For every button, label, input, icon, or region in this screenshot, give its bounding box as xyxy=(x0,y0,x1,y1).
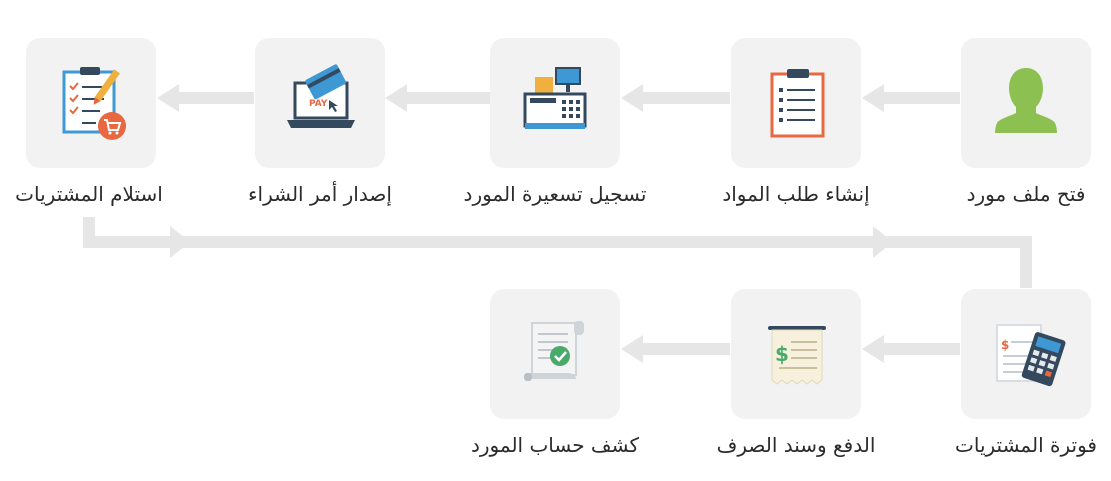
step-label-issue-purchase-order: إصدار أمر الشراء xyxy=(248,182,392,206)
svg-text:$: $ xyxy=(775,342,789,366)
user-icon xyxy=(995,68,1057,133)
invoice-calculator-icon: $ xyxy=(996,324,1066,387)
step-label-receive-purchases: استلام المشتريات xyxy=(15,182,163,206)
step-open-supplier-file xyxy=(961,38,1091,168)
laptop-payment-icon: PAY xyxy=(287,64,355,128)
arrow-6-to-7 xyxy=(862,335,960,363)
arrow-7-to-8 xyxy=(621,335,730,363)
arrow-2-to-3 xyxy=(621,84,730,112)
step-label-payment-voucher: الدفع وسند الصرف xyxy=(716,433,876,457)
statement-check-icon xyxy=(524,321,584,381)
checklist-cart-icon xyxy=(62,67,126,140)
clipboard-icon xyxy=(770,69,825,138)
arrow-3-to-4 xyxy=(385,84,490,112)
step-payment-voucher: $ xyxy=(731,289,861,419)
step-purchase-invoice: $ xyxy=(961,289,1091,419)
receipt-dollar-icon: $ xyxy=(768,326,826,385)
step-issue-purchase-order: PAY xyxy=(255,38,385,168)
step-supplier-statement xyxy=(490,289,620,419)
svg-text:$: $ xyxy=(1001,338,1009,352)
step-receive-purchases xyxy=(26,38,156,168)
cash-register-icon xyxy=(523,67,587,129)
step-create-material-request xyxy=(731,38,861,168)
arrow-1-to-2 xyxy=(862,84,960,112)
return-connector xyxy=(83,217,1032,288)
step-label-create-material-request: إنشاء طلب المواد xyxy=(722,182,870,206)
step-record-supplier-quote xyxy=(490,38,620,168)
step-label-purchase-invoice: فوترة المشتريات xyxy=(955,433,1097,457)
step-label-open-supplier-file: فتح ملف مورد xyxy=(966,182,1086,206)
step-label-supplier-statement: كشف حساب المورد xyxy=(470,433,640,457)
svg-text:PAY: PAY xyxy=(309,99,328,109)
step-label-record-supplier-quote: تسجيل تسعيرة المورد xyxy=(463,182,647,206)
arrow-4-to-5 xyxy=(157,84,254,112)
